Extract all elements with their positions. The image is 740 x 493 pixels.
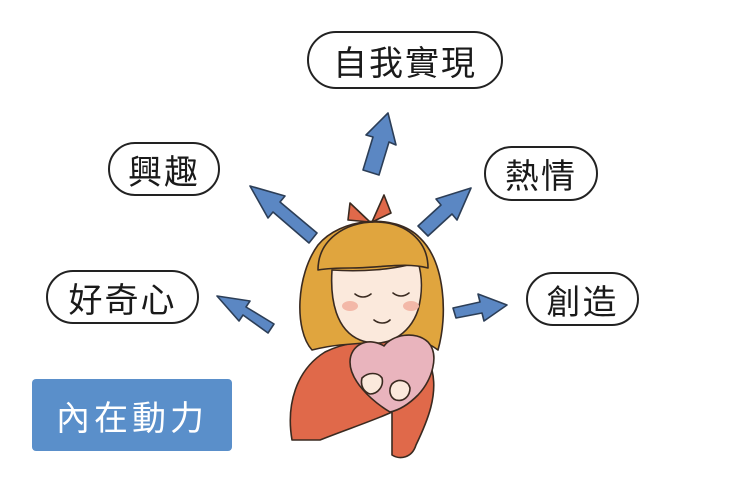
- goal-curiosity: 好奇心: [46, 270, 199, 324]
- eye-left: [354, 293, 372, 298]
- goal-creation: 創造: [526, 272, 639, 326]
- goal-self-actualization: 自我實現: [307, 31, 503, 89]
- arrow-to-interest: [249, 185, 318, 244]
- goal-interest: 興趣: [108, 142, 220, 196]
- arrow-to-creation: [452, 293, 508, 322]
- goal-passion: 熱情: [484, 146, 598, 201]
- eye-right: [392, 292, 410, 297]
- intrinsic-motivation-label: 內在動力: [32, 379, 232, 451]
- arrow-to-curiosity: [216, 295, 275, 334]
- hand-right: [389, 379, 411, 402]
- arrow-to-self-actualization: [362, 112, 397, 176]
- mouth: [373, 319, 391, 324]
- hand-left: [360, 372, 384, 395]
- cheek-right: [403, 301, 419, 311]
- girl-figure: [289, 194, 445, 459]
- face: [330, 261, 423, 344]
- arrow-to-passion: [417, 187, 472, 237]
- hair-bangs: [317, 221, 429, 271]
- arrows: [216, 112, 508, 334]
- cheek-left: [342, 301, 358, 311]
- hair-bow: [347, 194, 392, 223]
